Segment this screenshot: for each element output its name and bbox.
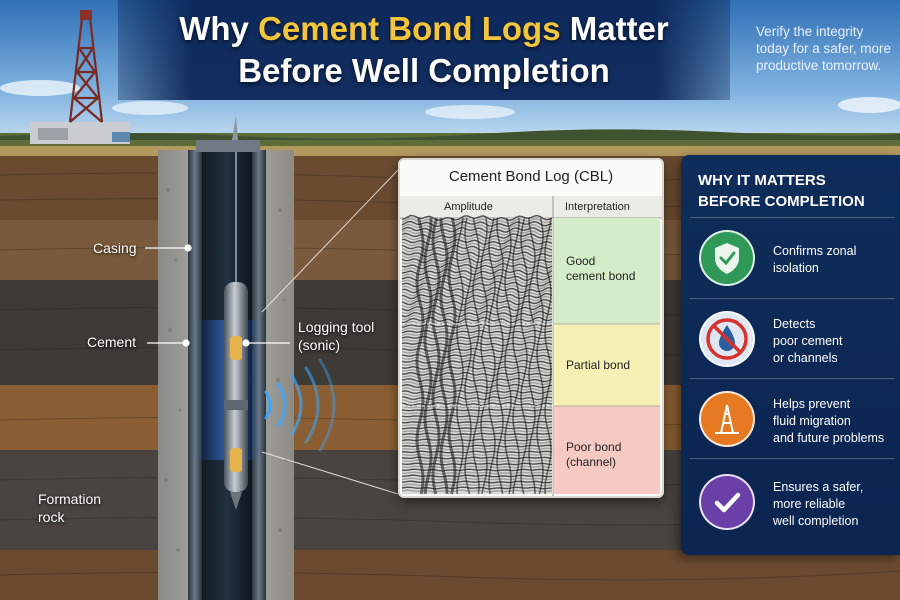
amplitude-column-header: Amplitude bbox=[444, 201, 493, 213]
formation-rock-label: Formation rock bbox=[38, 491, 102, 525]
shield-check-icon bbox=[699, 230, 755, 286]
poor-bond-label: Poor bond (channel) bbox=[566, 440, 622, 469]
logging-tool bbox=[224, 282, 248, 510]
divider bbox=[690, 298, 895, 299]
divider bbox=[690, 217, 895, 218]
casing-label: Casing bbox=[93, 240, 137, 256]
drilling-rig-icon bbox=[30, 10, 130, 144]
poor-bond-zone bbox=[554, 406, 660, 494]
partial-bond-label: Partial bond bbox=[566, 358, 631, 372]
panel-heading: WHY IT MATTERS BEFORE COMPLETION bbox=[698, 172, 865, 210]
divider bbox=[690, 378, 895, 379]
page-title: Why Cement Bond Logs Matter Before Well … bbox=[179, 10, 669, 89]
tagline: Verify the integrity today for a safer, … bbox=[756, 24, 892, 73]
title-highlight: Cement Bond Logs bbox=[258, 10, 561, 47]
no-leak-icon bbox=[699, 311, 755, 367]
cement-label: Cement bbox=[87, 334, 137, 350]
divider bbox=[690, 458, 895, 459]
title-banner bbox=[118, 0, 730, 100]
interpretation-column-header: Interpretation bbox=[565, 201, 630, 213]
logging-tool-label: Logging tool (sonic) bbox=[298, 319, 375, 353]
partial-bond-zone bbox=[554, 324, 660, 406]
oil-rig-icon bbox=[699, 391, 755, 447]
cbl-card: Cement Bond Log (CBL) Amplitude Interpre… bbox=[398, 158, 664, 498]
checkmark-icon bbox=[699, 474, 755, 530]
good-bond-zone bbox=[554, 218, 660, 324]
good-bond-label: Good cement bond bbox=[566, 254, 636, 283]
cbl-log-chart bbox=[400, 196, 662, 496]
cbl-title: Cement Bond Log (CBL) bbox=[448, 168, 614, 185]
